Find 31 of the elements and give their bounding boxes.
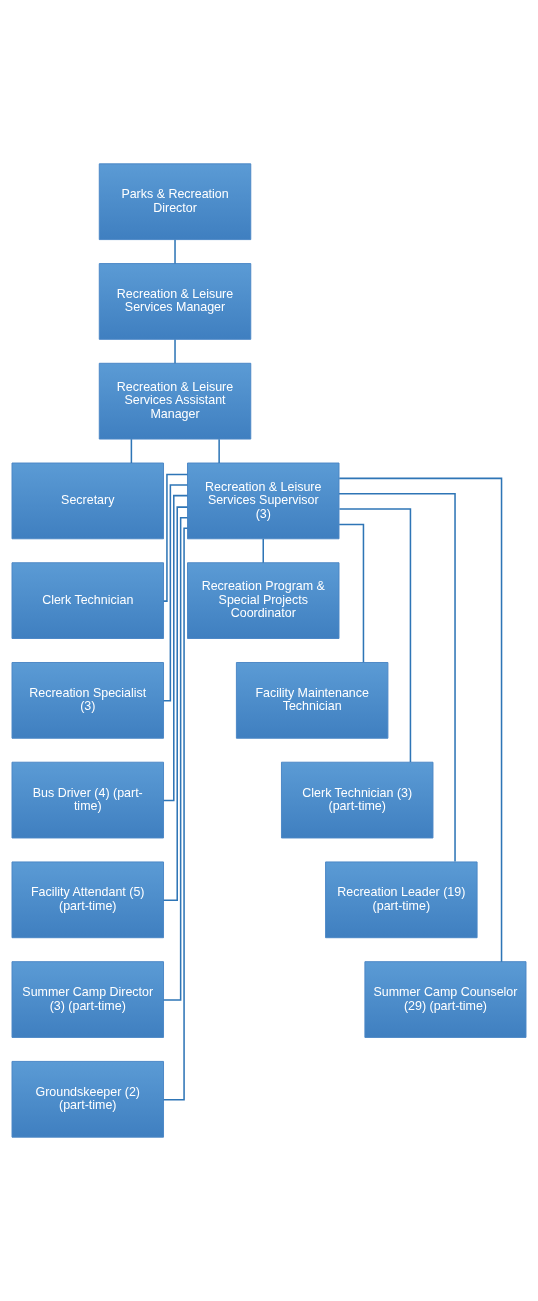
node-box: Facility Maintenance Technician	[235, 662, 389, 739]
node-box: Recreation & Leisure Services Manager	[98, 263, 252, 340]
connector	[338, 508, 412, 763]
connector	[262, 538, 264, 564]
node-box: Bus Driver (4) (part-time)	[11, 761, 164, 839]
node-box: Recreation Program & Special Projects Coordinator	[187, 562, 340, 639]
node-box: Clerk Technician (3) (part-time)	[281, 761, 434, 839]
connector	[162, 516, 189, 1001]
connector	[130, 438, 133, 464]
connector	[218, 438, 220, 464]
node-box: Facility Attendant (5) (part-time)	[11, 861, 164, 939]
connector	[162, 494, 189, 802]
node-box: Summer Camp Director (3) (part-time)	[11, 961, 164, 1038]
connector	[338, 523, 365, 663]
node-box: Summer Camp Counselor (29) (part-time)	[364, 961, 527, 1038]
node-box: Parks & Recreation Director	[98, 163, 252, 241]
connector	[162, 484, 189, 702]
node-box: Clerk Technician	[11, 562, 164, 639]
connector	[162, 473, 189, 602]
node-box: Recreation Specialist (3)	[11, 662, 164, 739]
node-box: Groundskeeper (2) (part-time)	[11, 1060, 164, 1138]
connector	[338, 492, 456, 863]
node-box: Recreation & Leisure Services Assistant Manager	[98, 362, 252, 440]
connector	[174, 338, 176, 365]
connector	[162, 506, 189, 902]
connector	[174, 238, 176, 265]
node-box: Secretary	[11, 462, 164, 540]
node-box: Recreation & Leisure Services Supervisor (3)	[187, 462, 340, 540]
node-box: Recreation Leader (19) (part-time)	[325, 861, 478, 939]
connector	[338, 477, 503, 963]
connector	[162, 527, 189, 1101]
